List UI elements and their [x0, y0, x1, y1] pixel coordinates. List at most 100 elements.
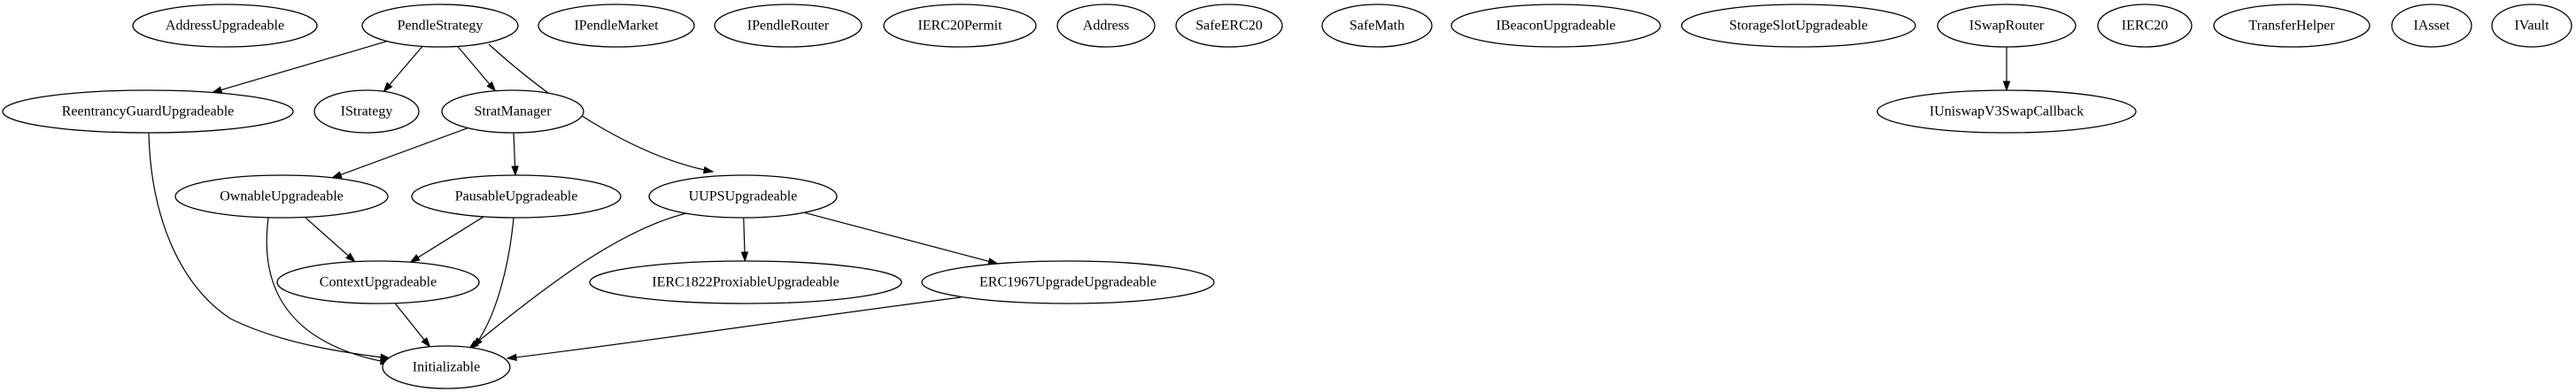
node-strat-manager[interactable]: StratManager [441, 89, 584, 134]
node-initializable[interactable]: Initializable [382, 345, 511, 389]
edges-layer [148, 41, 2011, 365]
node-erc1967-upgrade-upgradeable[interactable]: ERC1967UpgradeUpgradeable [921, 260, 1215, 304]
edge-strat-manager-to-pausable-upgradeable [511, 132, 519, 177]
arrowhead-icon [345, 252, 356, 263]
arrowhead-icon [2002, 81, 2011, 92]
edge-pendle-strategy-to-uups-upgradeable [488, 43, 715, 174]
edge-line [266, 217, 391, 364]
edge-line [488, 43, 714, 173]
node-label: Address [1083, 19, 1129, 34]
node-ellipse [1321, 4, 1433, 48]
edge-pausable-upgradeable-to-initializable [473, 217, 514, 349]
arrowhead-icon [383, 81, 393, 93]
node-ierc20-permit[interactable]: IERC20Permit [883, 4, 1037, 48]
edge-uups-upgradeable-to-erc1967-upgrade-upgradeable [803, 211, 999, 265]
node-i-pendle-market[interactable]: IPendleMarket [538, 4, 695, 48]
arrowhead-icon [702, 165, 715, 174]
node-label: StratManager [474, 104, 552, 119]
node-transfer-helper[interactable]: TransferHelper [2213, 4, 2371, 48]
node-ellipse [648, 174, 838, 219]
node-label: PausableUpgradeable [455, 189, 578, 204]
node-i-vault[interactable]: IVault [2491, 4, 2572, 48]
node-label: SafeMath [1350, 19, 1404, 34]
node-ellipse [714, 4, 863, 48]
node-ellipse [2, 89, 294, 134]
node-storage-slot-upgradeable[interactable]: StorageSlotUpgradeable [1681, 4, 1916, 48]
node-label: ERC1967UpgradeUpgradeable [979, 275, 1156, 290]
node-address[interactable]: Address [1056, 4, 1156, 48]
node-label: ContextUpgradeable [320, 275, 437, 290]
node-ellipse [1175, 4, 1283, 48]
edge-pendle-strategy-to-i-strategy [383, 45, 423, 93]
node-i-uniswap-v3-swap-callback[interactable]: IUniswapV3SwapCallback [1876, 89, 2137, 134]
node-ellipse [1681, 4, 1916, 48]
node-i-strategy[interactable]: IStrategy [313, 89, 420, 134]
arrowhead-icon [740, 251, 749, 263]
arrowhead-icon [330, 171, 343, 179]
node-label: TransferHelper [2248, 19, 2335, 34]
node-ellipse [2213, 4, 2371, 48]
arrowhead-icon [409, 254, 421, 264]
node-i-pendle-router[interactable]: IPendleRouter [714, 4, 863, 48]
node-label: OwnableUpgradeable [220, 189, 344, 204]
arrowhead-icon [468, 340, 479, 350]
node-i-asset[interactable]: IAsset [2391, 4, 2472, 48]
edge-line [383, 45, 423, 92]
arrowhead-icon [421, 336, 431, 348]
node-ellipse [382, 345, 511, 389]
nodes-layer: AddressUpgradeable PendleStrategy IPendleM… [2, 4, 2572, 389]
node-ellipse [538, 4, 695, 48]
node-reentrancy-guard-upgradeable[interactable]: ReentrancyGuardUpgradeable [2, 89, 294, 134]
node-ellipse [411, 174, 622, 219]
node-label: UUPSUpgradeable [689, 189, 798, 204]
edge-line [148, 132, 391, 359]
node-label: IStrategy [341, 104, 393, 119]
node-ierc20[interactable]: IERC20 [2097, 4, 2193, 48]
edge-i-swap-router-to-i-uniswap-v3-swap-callback [2002, 47, 2011, 92]
node-ierc1822-proxiable-upgradeable[interactable]: IERC1822ProxiableUpgradeable [589, 260, 902, 304]
edge-line [457, 45, 496, 92]
edge-uups-upgradeable-to-initializable [468, 212, 687, 350]
node-pausable-upgradeable[interactable]: PausableUpgradeable [411, 174, 622, 219]
node-ellipse [313, 89, 420, 134]
edge-line [212, 41, 388, 94]
node-pendle-strategy[interactable]: PendleStrategy [361, 4, 519, 48]
node-ellipse [589, 260, 902, 304]
edge-line [803, 211, 998, 265]
node-ellipse [2097, 4, 2193, 48]
node-label: IERC20Permit [917, 19, 1002, 34]
node-address-upgradeable[interactable]: AddressUpgradeable [132, 4, 318, 48]
node-label: IAsset [2414, 19, 2450, 34]
node-label: IPendleMarket [574, 19, 659, 34]
node-safe-erc20[interactable]: SafeERC20 [1175, 4, 1283, 48]
node-label: AddressUpgradeable [166, 19, 284, 34]
node-label: ISwapRouter [1969, 19, 2045, 34]
node-i-swap-router[interactable]: ISwapRouter [1937, 4, 2077, 48]
node-label: IVault [2514, 19, 2549, 34]
node-safe-math[interactable]: SafeMath [1321, 4, 1433, 48]
node-label: IBeaconUpgradeable [1496, 19, 1615, 34]
node-ellipse [361, 4, 519, 48]
edge-reentrancy-guard-upgradeable-to-initializable [148, 132, 391, 361]
node-uups-upgradeable[interactable]: UUPSUpgradeable [648, 174, 838, 219]
edge-line [468, 212, 687, 350]
node-ellipse [132, 4, 318, 48]
node-label: StorageSlotUpgradeable [1729, 19, 1868, 34]
node-ellipse [1876, 89, 2137, 134]
edge-context-upgradeable-to-initializable [394, 303, 431, 348]
edge-pendle-strategy-to-strat-manager [457, 45, 497, 92]
arrowhead-icon [506, 353, 517, 361]
node-context-upgradeable[interactable]: ContextUpgradeable [276, 260, 480, 304]
edge-line [332, 127, 468, 179]
node-ownable-upgradeable[interactable]: OwnableUpgradeable [174, 174, 389, 219]
node-i-beacon-upgradeable[interactable]: IBeaconUpgradeable [1450, 4, 1661, 48]
edge-ownable-upgradeable-to-context-upgradeable [304, 216, 356, 263]
edge-line [410, 216, 484, 263]
node-ellipse [1056, 4, 1156, 48]
node-label: IERC1822ProxiableUpgradeable [652, 275, 839, 290]
node-label: PendleStrategy [398, 19, 483, 34]
edge-uups-upgradeable-to-ierc1822-proxiable-upgradeable [740, 217, 749, 263]
arrowhead-icon [511, 165, 519, 177]
node-ellipse [1937, 4, 2077, 48]
